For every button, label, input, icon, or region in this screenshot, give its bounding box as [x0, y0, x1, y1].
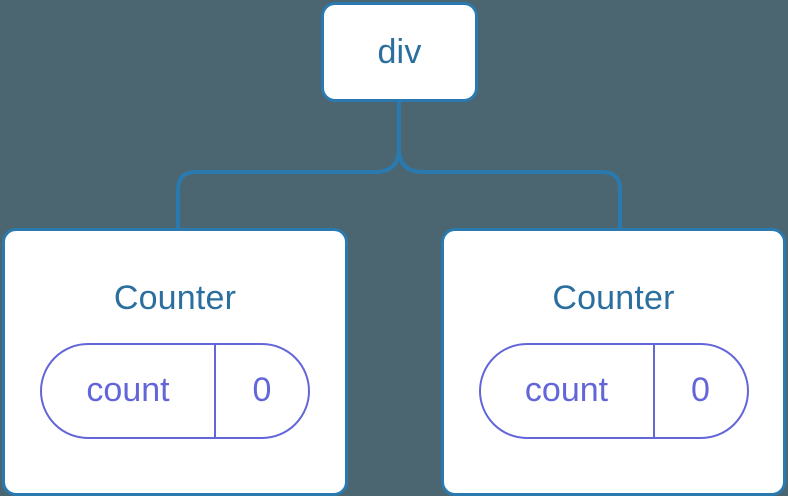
connector-root-to-right-child [397, 100, 622, 230]
node-div-label: div [377, 33, 422, 71]
state-pill-right[interactable]: count 0 [478, 343, 749, 439]
node-counter-right[interactable]: Counter count 0 [441, 228, 786, 496]
node-counter-left-label: Counter [113, 279, 237, 317]
state-pill-left-key: count [86, 371, 170, 409]
state-pill-right-key: count [524, 371, 609, 409]
node-counter-left[interactable]: Counter count 0 [2, 228, 348, 496]
node-counter-right-label: Counter [552, 279, 675, 317]
state-pill-left[interactable]: count 0 [40, 343, 310, 439]
state-pill-right-value: 0 [652, 345, 747, 437]
node-div[interactable]: div [321, 2, 478, 102]
connector-root-to-left-child [176, 100, 401, 230]
state-pill-left-value: 0 [214, 345, 308, 437]
